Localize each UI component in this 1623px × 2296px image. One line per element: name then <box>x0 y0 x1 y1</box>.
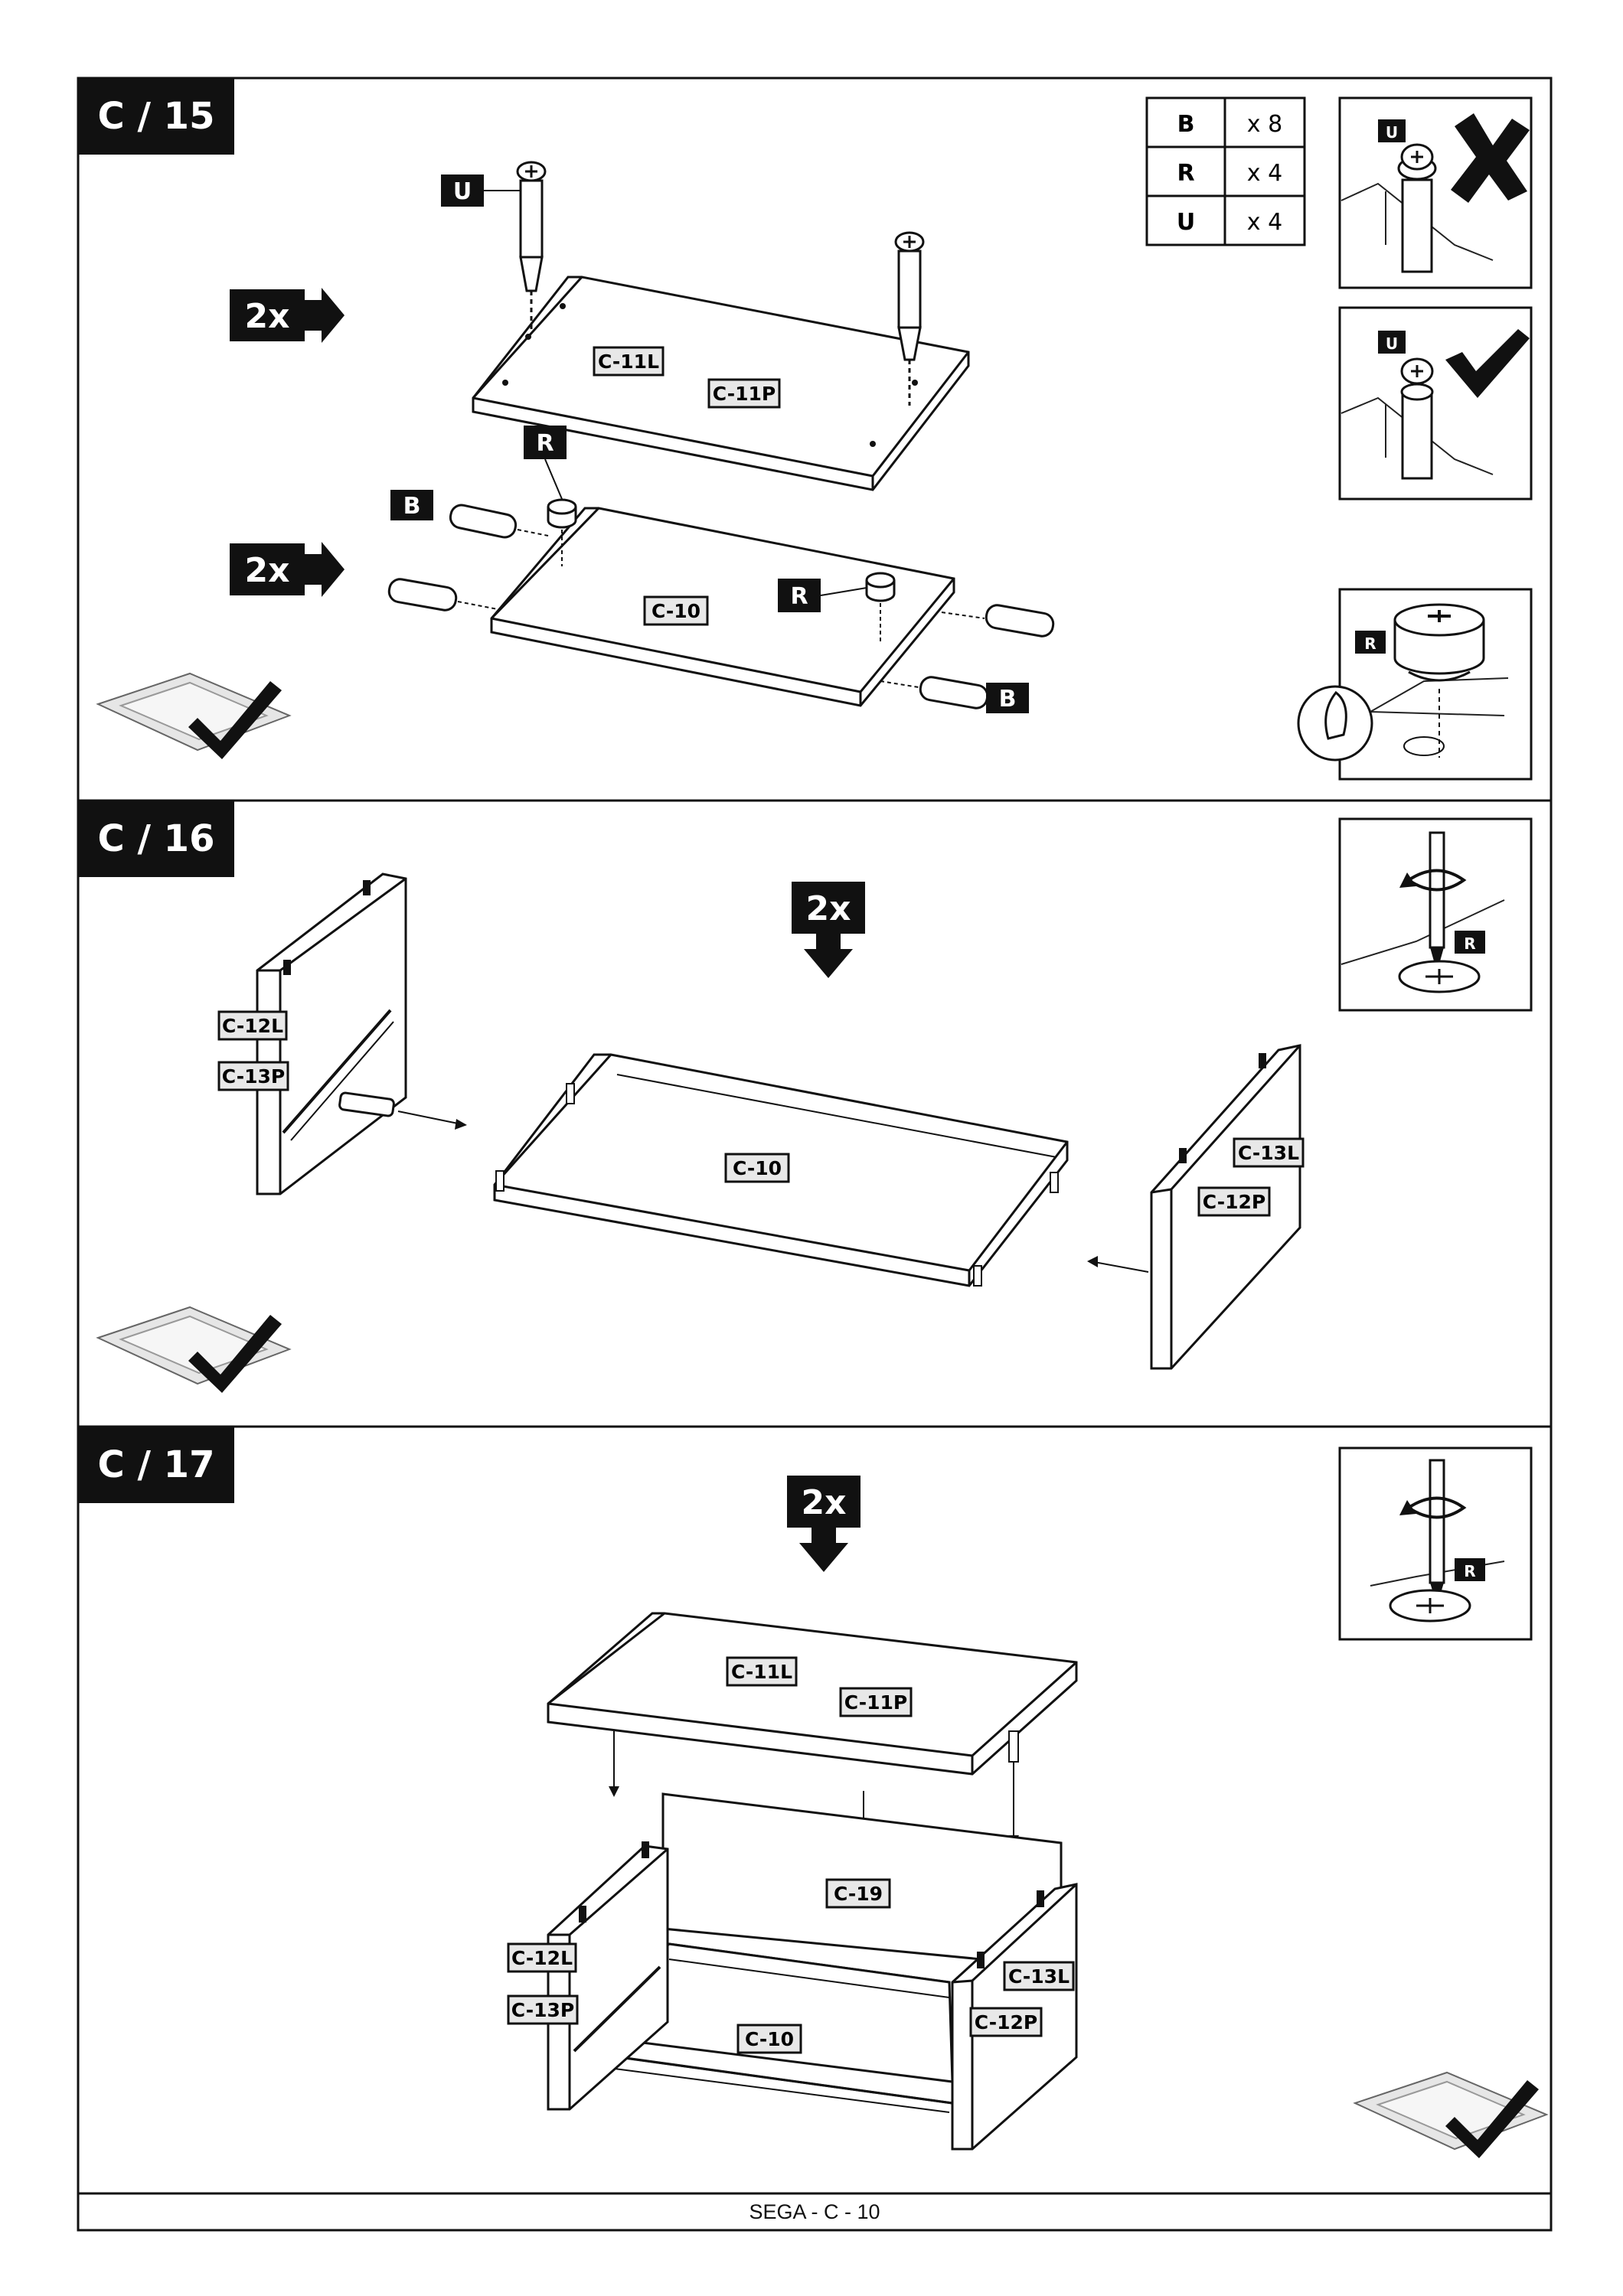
tag-u: U <box>1386 334 1398 353</box>
svg-text:C-13L: C-13L <box>1008 1965 1069 1988</box>
step-title-c16: C / 16 <box>78 801 234 877</box>
dowel-b <box>387 578 498 612</box>
cam-lock-detail-panel: R <box>1297 588 1533 781</box>
tag-u: U <box>1386 123 1398 142</box>
tag-r: R <box>1364 634 1376 653</box>
soft-mat-check-icon <box>1354 2072 1547 2159</box>
svg-text:C-10: C-10 <box>745 2028 794 2050</box>
part-label-c10: C-10 <box>736 2024 802 2054</box>
svg-text:C / 15: C / 15 <box>98 95 215 138</box>
part-label-c12l: C-12L <box>507 1942 577 1973</box>
svg-text:C / 17: C / 17 <box>98 1443 215 1486</box>
svg-text:C-13P: C-13P <box>511 1999 574 2021</box>
svg-text:C-11L: C-11L <box>731 1661 792 1683</box>
screwdriver-panel: R <box>1338 1446 1533 1641</box>
dowel-b: B <box>390 490 549 539</box>
multiplier-arrow: 2x <box>230 288 345 343</box>
multiplier-arrow-down: 2x <box>792 882 865 978</box>
part-label-c13l: C-13L <box>1003 1961 1075 1991</box>
wrong-insertion-panel: U <box>1338 96 1533 289</box>
part-label-c19: C-19 <box>825 1878 891 1909</box>
hardware-code: B <box>1177 111 1195 138</box>
screwdriver-panel: R <box>1338 817 1533 1012</box>
hardware-code: R <box>1177 160 1194 187</box>
svg-text:C-10: C-10 <box>733 1157 782 1179</box>
svg-text:U: U <box>453 178 472 205</box>
panel-c10-step15 <box>490 507 955 707</box>
part-label-c12p: C-12P <box>969 2007 1043 2037</box>
svg-text:B: B <box>999 686 1017 713</box>
soft-mat-check-icon <box>97 673 290 760</box>
hardware-code: U <box>1177 209 1195 236</box>
svg-text:R: R <box>790 583 808 610</box>
part-label-c11p: C-11P <box>707 378 781 409</box>
hardware-qty: x 4 <box>1247 160 1282 187</box>
cam-pin-u: U <box>441 161 547 329</box>
svg-text:2x: 2x <box>806 889 851 928</box>
svg-text:B: B <box>403 493 421 520</box>
part-label-c11p: C-11P <box>839 1687 913 1717</box>
svg-text:2x: 2x <box>802 1483 847 1522</box>
svg-text:C-12L: C-12L <box>511 1947 573 1969</box>
screw-with-arrow <box>338 1091 467 1130</box>
step-title-c15: C / 15 <box>78 78 234 155</box>
right-insertion-panel: U <box>1338 306 1533 501</box>
soft-mat-check-icon <box>97 1306 290 1394</box>
svg-text:C-12P: C-12P <box>975 2011 1037 2033</box>
tag-r: R <box>1464 934 1475 953</box>
part-label-c11l: C-11L <box>593 346 665 377</box>
multiplier-arrow-down: 2x <box>787 1476 860 1572</box>
cam-lock-r: R <box>778 572 896 641</box>
page-frame <box>77 77 1553 2232</box>
svg-text:C-12L: C-12L <box>222 1015 283 1037</box>
svg-text:C / 16: C / 16 <box>98 817 215 860</box>
svg-text:C-13P: C-13P <box>222 1065 285 1088</box>
svg-text:C-11L: C-11L <box>598 351 659 373</box>
hardware-qty: x 4 <box>1247 209 1282 236</box>
hardware-table: B x 8 R x 4 U x 4 <box>1145 96 1306 246</box>
tag-r: R <box>1464 1562 1475 1580</box>
dowel-b: B <box>880 676 1029 713</box>
page-footer: SEGA - C - 10 <box>749 2200 880 2223</box>
multiplier-arrow: 2x <box>230 542 345 597</box>
svg-text:C-12P: C-12P <box>1203 1191 1265 1213</box>
part-label-c12l: C-12L <box>217 1010 288 1041</box>
hardware-qty: x 8 <box>1247 111 1282 138</box>
part-label-c13p: C-13P <box>217 1061 289 1091</box>
part-label-c13p: C-13P <box>507 1994 579 2025</box>
svg-text:C-10: C-10 <box>651 600 700 622</box>
cam-lock-r: R <box>524 426 577 566</box>
part-label-c10: C-10 <box>643 595 709 626</box>
svg-text:2x: 2x <box>245 297 290 336</box>
svg-text:C-11P: C-11P <box>844 1691 907 1714</box>
svg-text:2x: 2x <box>245 551 290 590</box>
svg-text:C-13L: C-13L <box>1238 1142 1299 1164</box>
part-label-c13l: C-13L <box>1233 1137 1305 1168</box>
cam-pin-u <box>894 231 925 406</box>
x-mark-icon <box>1451 113 1530 203</box>
part-label-c11l: C-11L <box>726 1656 798 1687</box>
part-label-c12p: C-12P <box>1197 1186 1271 1217</box>
step-title-c17: C / 17 <box>78 1427 234 1503</box>
dowel-b <box>941 604 1055 638</box>
svg-text:C-11P: C-11P <box>713 383 776 405</box>
svg-text:C-19: C-19 <box>834 1883 883 1905</box>
part-label-c10: C-10 <box>724 1153 790 1183</box>
svg-text:R: R <box>536 430 554 457</box>
